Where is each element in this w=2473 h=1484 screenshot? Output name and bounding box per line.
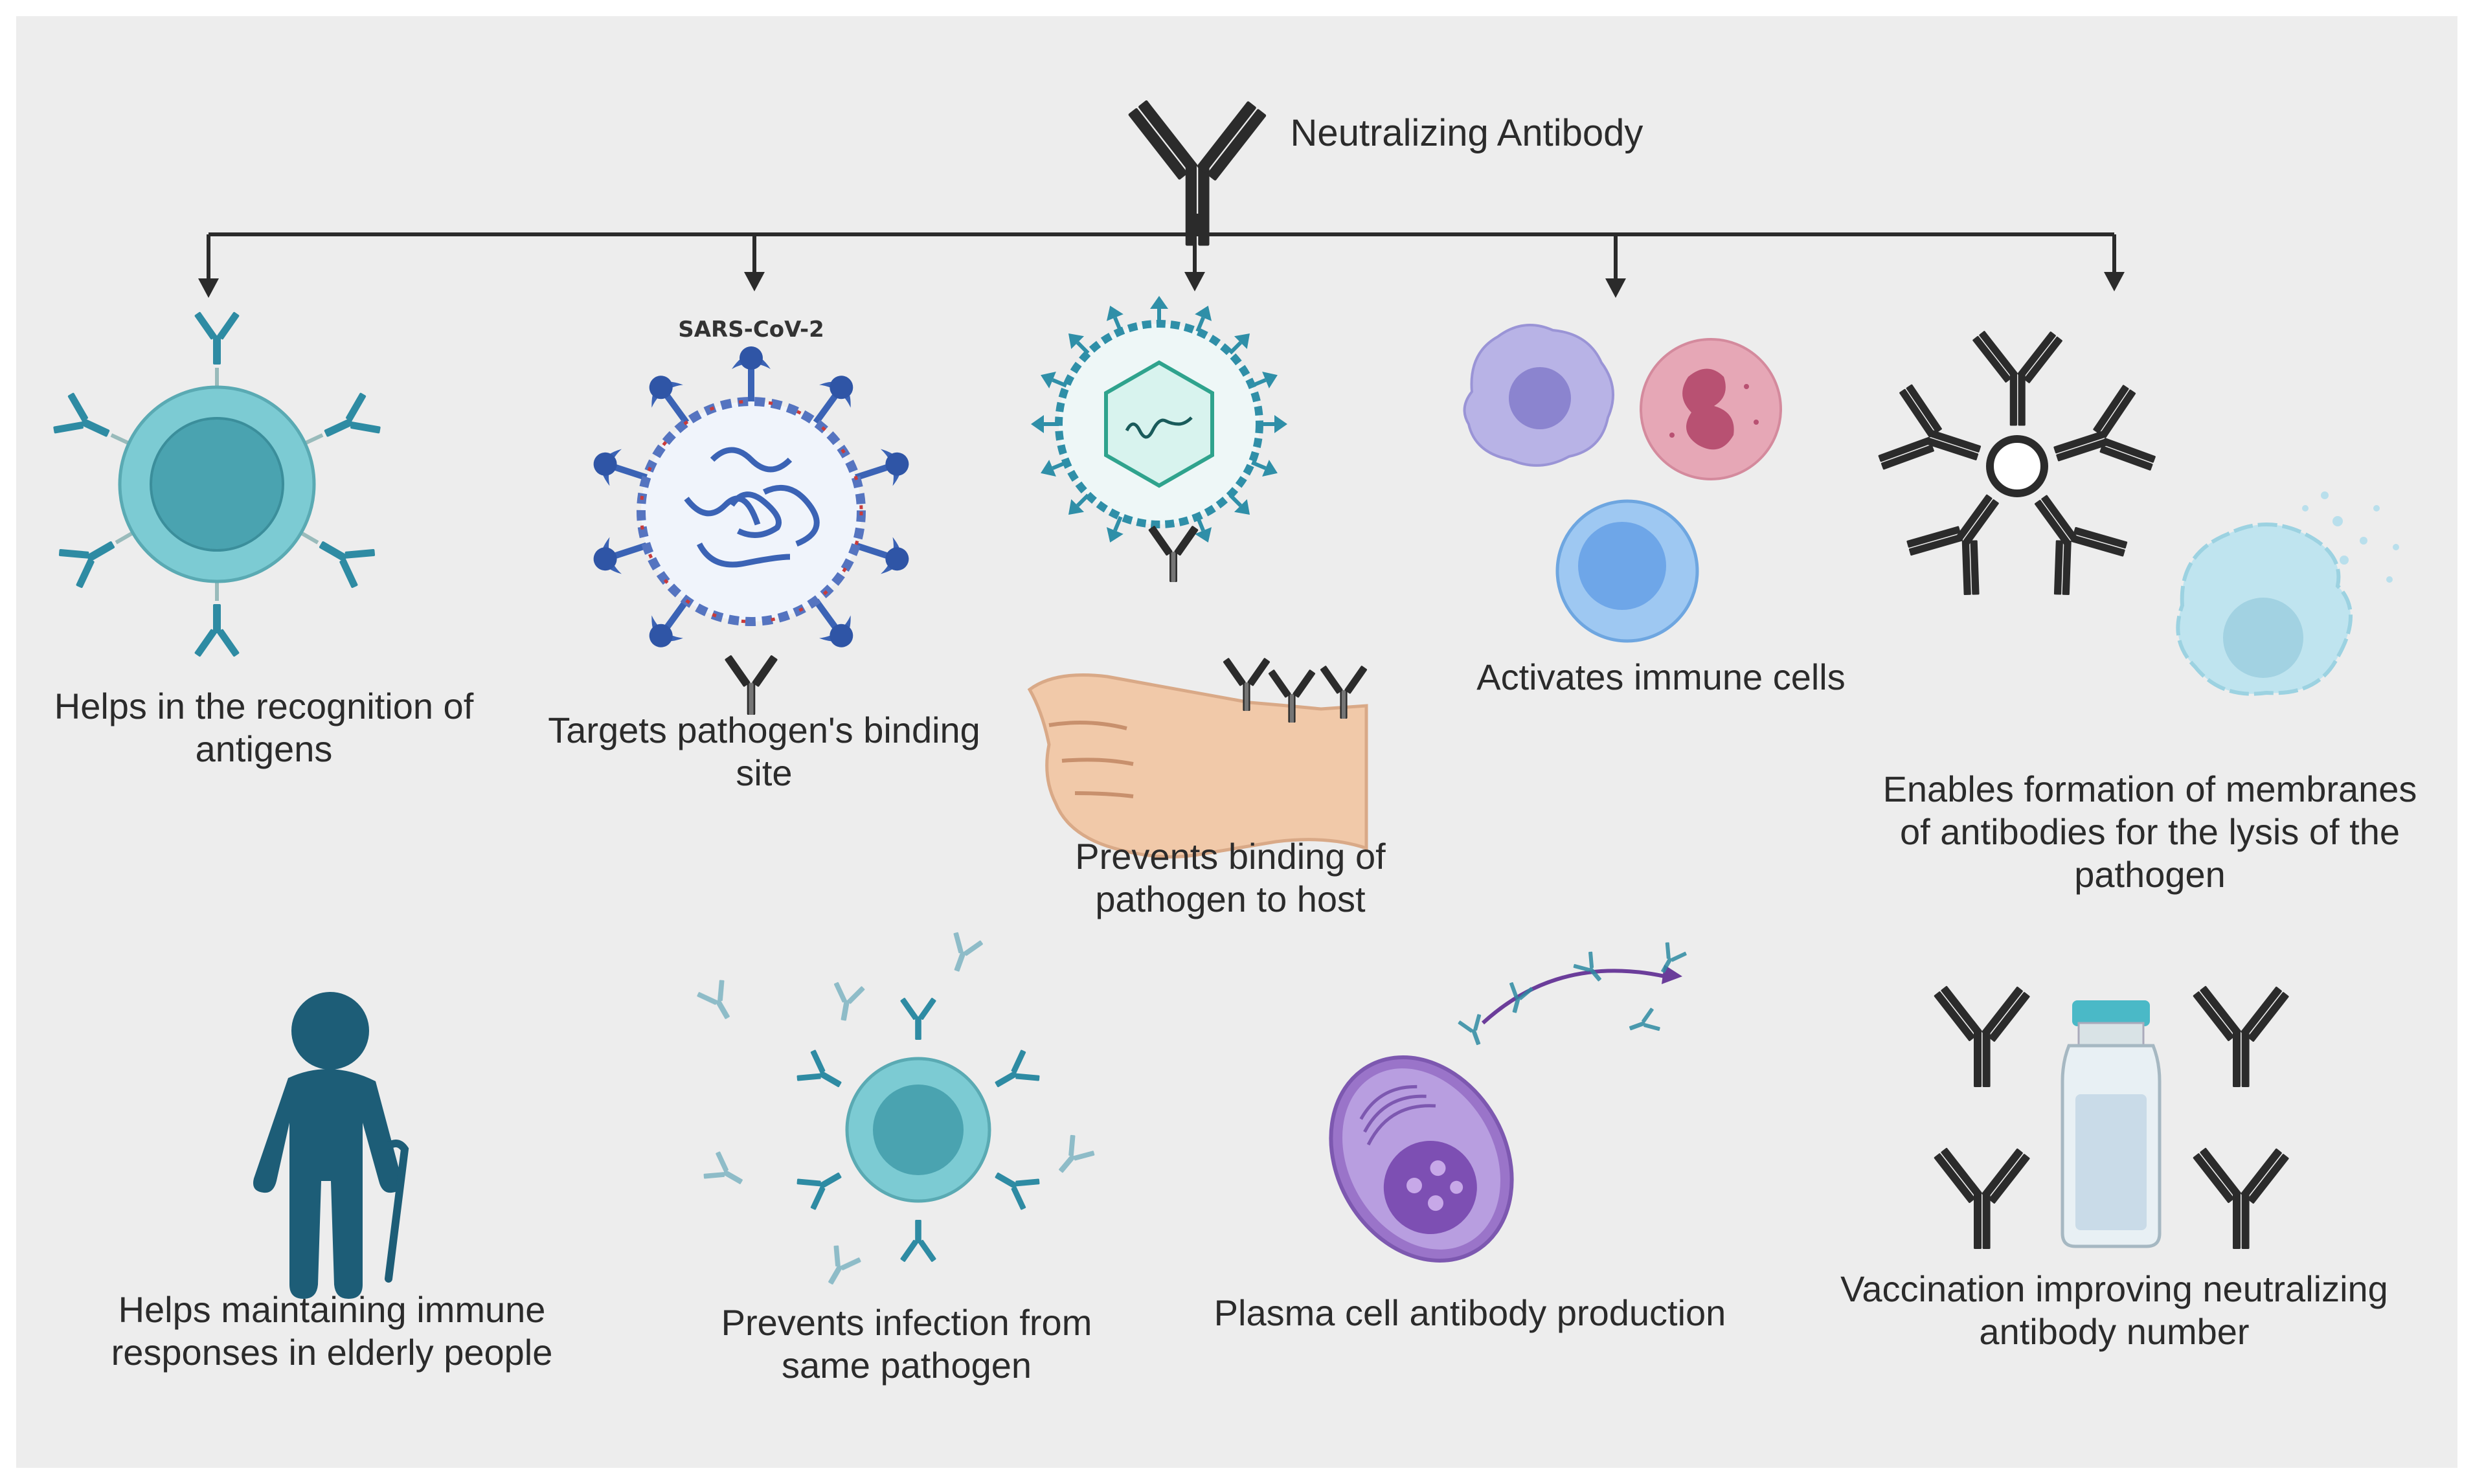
label-infection: Prevents infection from same pathogen [721,1302,1092,1386]
curved-arrow [1481,969,1671,1025]
label-plasma: Plasma cell antibody production [1214,1292,1726,1333]
pentamer-antibody-icon [1874,330,2161,603]
connector-tree [198,214,2125,298]
plasma-cell-icon [1329,1055,1514,1263]
virus-label: SARS-CoV-2 [678,317,824,343]
macrophage-icon [1463,324,1614,467]
label-vaccination: Vaccination improving neutralizing antib… [1840,1268,2388,1352]
virus-particle-icon [1031,296,1287,546]
title: Neutralizing Antibody [1291,112,1643,154]
elderly-person-icon [253,992,409,1299]
sars-cov-2-virus-icon [588,346,914,657]
lymphocyte-icon [1555,499,1699,643]
immune-cell-icon [794,997,1043,1263]
arrow-head [1662,965,1682,984]
label-prevents-binding: Prevents binding of pathogen to host [1075,836,1386,919]
neutrophil-icon [1640,338,1782,480]
label-recognition: Helps in the recognition of antigens [54,686,474,769]
vaccine-vial-icon [2061,1000,2162,1248]
label-membranes: Enables formation of membranes of antibo… [1882,769,2417,895]
label-elderly: Helps maintaining immune responses in el… [111,1289,553,1373]
label-binding-site: Targets pathogen's binding site [548,710,980,793]
fist-icon [1027,673,1368,859]
immune-cell-icon [51,311,383,657]
label-activates: Activates immune cells [1476,657,1846,697]
lysed-cell-icon [2176,491,2399,696]
